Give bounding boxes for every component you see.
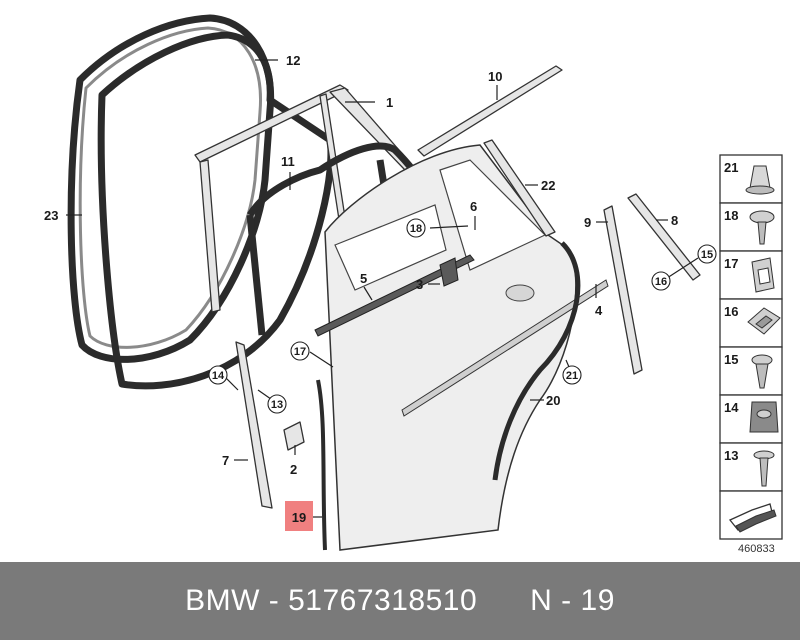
clip-nut-icon (751, 257, 775, 293)
wheel-arch-seal-20 (492, 241, 581, 481)
part-footer-text: BMW - 51767318510 N - 19 (0, 584, 800, 618)
part-footer-bar: BMW - 51767318510 N - 19 (0, 562, 800, 640)
svg-text:13: 13 (271, 399, 283, 411)
svg-text:19: 19 (292, 510, 306, 525)
parts-diagram: 12 1 10 11 23 22 6 18 9 8 15 16 5 3 4 17… (44, 14, 783, 555)
callout-6: 6 (470, 199, 477, 214)
kit-item-18: 18 (719, 202, 783, 252)
diagram-id: 460833 (738, 543, 775, 555)
pillar-trim-9 (603, 205, 643, 375)
svg-text:15: 15 (724, 352, 738, 367)
callout-16: 16 (651, 271, 671, 291)
footer-position-label: N (530, 584, 553, 617)
callout-12: 12 (286, 53, 300, 68)
svg-text:21: 21 (724, 160, 738, 175)
callout-21: 21 (562, 365, 582, 385)
svg-text:14: 14 (212, 370, 225, 382)
svg-text:17: 17 (724, 256, 738, 271)
callout-7: 7 (222, 453, 229, 468)
callout-20: 20 (546, 393, 560, 408)
callout-2: 2 (290, 462, 297, 477)
callout-11: 11 (281, 154, 295, 169)
callout-5: 5 (360, 271, 367, 286)
footer-position: 19 (580, 584, 615, 617)
trim-7 (235, 341, 273, 509)
roof-strip-10 (417, 65, 563, 157)
callout-14: 14 (208, 365, 228, 385)
kit-item-14: 14 (719, 394, 783, 444)
assembly-arrow-icon (728, 503, 777, 533)
callout-23: 23 (44, 208, 58, 223)
svg-text:13: 13 (724, 448, 738, 463)
callout-1: 1 (386, 95, 393, 110)
kit-item-15: 15 (719, 346, 783, 396)
callout-10: 10 (488, 69, 502, 84)
callout-4: 4 (595, 303, 603, 318)
svg-text:18: 18 (410, 223, 422, 235)
pillar-trim-8 (627, 193, 701, 281)
hex-screw-icon (751, 354, 773, 389)
clip-3 (439, 257, 459, 287)
fastener-kit-column: 21 18 17 16 (719, 154, 783, 540)
callout-17: 17 (290, 341, 310, 361)
callout-8: 8 (671, 213, 678, 228)
retaining-clip-icon (747, 307, 781, 335)
kit-item-17: 17 (719, 250, 783, 300)
callout-3: 3 (416, 277, 423, 292)
svg-text:14: 14 (724, 400, 739, 415)
callout-22: 22 (541, 178, 555, 193)
callout-13: 13 (267, 394, 287, 414)
callout-15: 15 (697, 244, 717, 264)
kit-item-21: 21 (719, 154, 783, 204)
footer-part-number: 51767318510 (288, 584, 478, 617)
bracket-2 (283, 421, 305, 451)
expanding-nut-icon (749, 401, 779, 433)
kit-item-16: 16 (719, 298, 783, 348)
door-seal-19 (316, 379, 327, 551)
door-seal-23 (67, 14, 275, 363)
callout-18: 18 (406, 218, 426, 238)
rear-door-panel (314, 144, 609, 551)
svg-text:15: 15 (701, 249, 713, 261)
svg-text:16: 16 (724, 304, 738, 319)
svg-text:16: 16 (655, 276, 667, 288)
footer-separator: - (561, 584, 572, 617)
door-seal-12 (97, 31, 335, 390)
callout-labels: 12 1 10 11 23 22 6 18 9 8 15 16 5 3 4 17… (44, 53, 717, 531)
kit-item-assembly (719, 490, 783, 540)
door-strip-22 (483, 139, 556, 237)
collar-screw-icon (749, 210, 775, 245)
footer-separator: - (268, 584, 280, 617)
push-rivet-icon (745, 165, 775, 195)
footer-brand: BMW (185, 584, 260, 617)
callout-9: 9 (584, 215, 591, 230)
tapping-screw-icon (753, 450, 775, 487)
callout-19-highlighted: 19 (285, 501, 313, 531)
svg-text:17: 17 (294, 346, 306, 358)
kit-item-13: 13 (719, 442, 783, 492)
svg-text:21: 21 (566, 370, 578, 382)
svg-text:18: 18 (724, 208, 738, 223)
